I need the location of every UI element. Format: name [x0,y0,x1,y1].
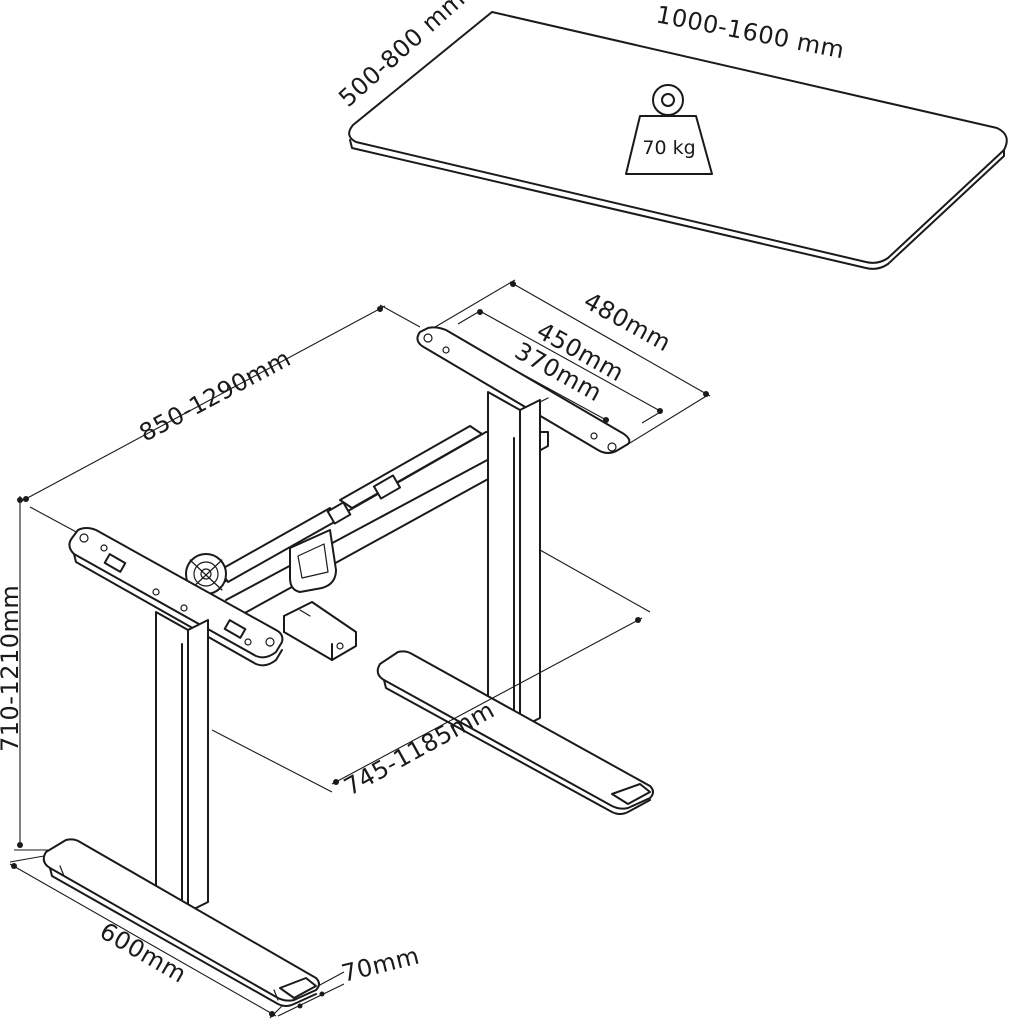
weight-icon [625,84,713,175]
height-dimension [14,496,48,851]
bracket-length-dimension [429,279,711,447]
frame-width-label: 850-1290mm [135,344,296,447]
left-leg [155,611,209,916]
leg-distance-label: 745-1185mm [339,696,499,802]
load-capacity-label: 70 kg [642,137,695,159]
foot-width-dimension [277,971,345,1017]
leg-distance-dimension [211,549,651,793]
left-top-bracket [68,527,284,667]
desktop-width-label: 1000-1600 mm [654,0,847,64]
right-leg [487,391,541,730]
bracket-outer-holes-dimension [457,309,663,424]
left-foot [42,838,320,1007]
cross-beam [209,425,549,621]
foot-width-label: 70mm [339,941,423,987]
control-box [283,601,357,661]
height-label: 710-1210mm [0,585,24,752]
right-foot [376,650,654,815]
frame-width-dimension [19,304,421,535]
foot-length-dimension [9,855,283,1019]
